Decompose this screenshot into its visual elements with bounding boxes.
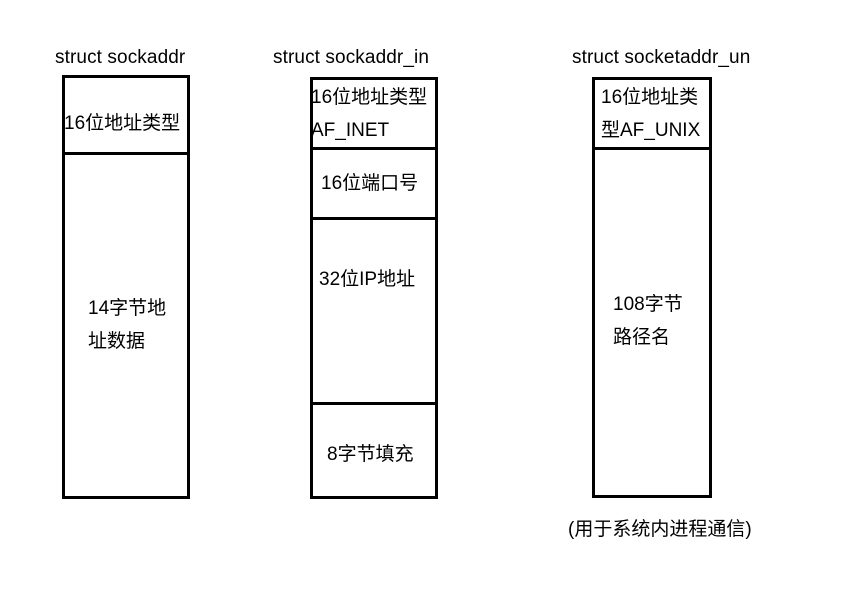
field-label: 16位地址类型 bbox=[64, 113, 181, 134]
field-label: 16位地址类型AF_UNIX bbox=[601, 86, 701, 141]
field-sockaddr-in-ip-address: 32位IP地址 bbox=[313, 220, 435, 405]
struct-title-socketaddr-un: struct socketaddr_un bbox=[572, 47, 751, 68]
field-label: 14字节地址数据 bbox=[88, 297, 167, 352]
field-socketaddr-un-address-family: 16位地址类型AF_UNIX bbox=[595, 80, 709, 150]
field-label: 32位IP地址 bbox=[319, 269, 416, 290]
field-sockaddr-in-port: 16位端口号 bbox=[313, 150, 435, 220]
field-label: 16位端口号 bbox=[321, 172, 419, 194]
field-sockaddr-address-family: 16位地址类型 bbox=[64, 78, 187, 155]
field-sockaddr-address-data: 14字节地址数据 bbox=[65, 155, 187, 496]
struct-box-socketaddr-un: 16位地址类型AF_UNIX 108字节路径名 bbox=[592, 77, 712, 498]
field-sockaddr-in-padding: 8字节填充 bbox=[313, 405, 435, 496]
field-socketaddr-un-pathname: 108字节路径名 bbox=[595, 150, 709, 495]
struct-title-sockaddr-in: struct sockaddr_in bbox=[273, 47, 429, 68]
struct-box-sockaddr: 16位地址类型 14字节地址数据 bbox=[62, 75, 190, 499]
field-label: 108字节路径名 bbox=[613, 293, 683, 348]
socketaddr-un-note: (用于系统内进程通信) bbox=[568, 519, 752, 540]
field-label: 8字节填充 bbox=[327, 443, 414, 465]
struct-title-sockaddr: struct sockaddr bbox=[55, 47, 186, 68]
